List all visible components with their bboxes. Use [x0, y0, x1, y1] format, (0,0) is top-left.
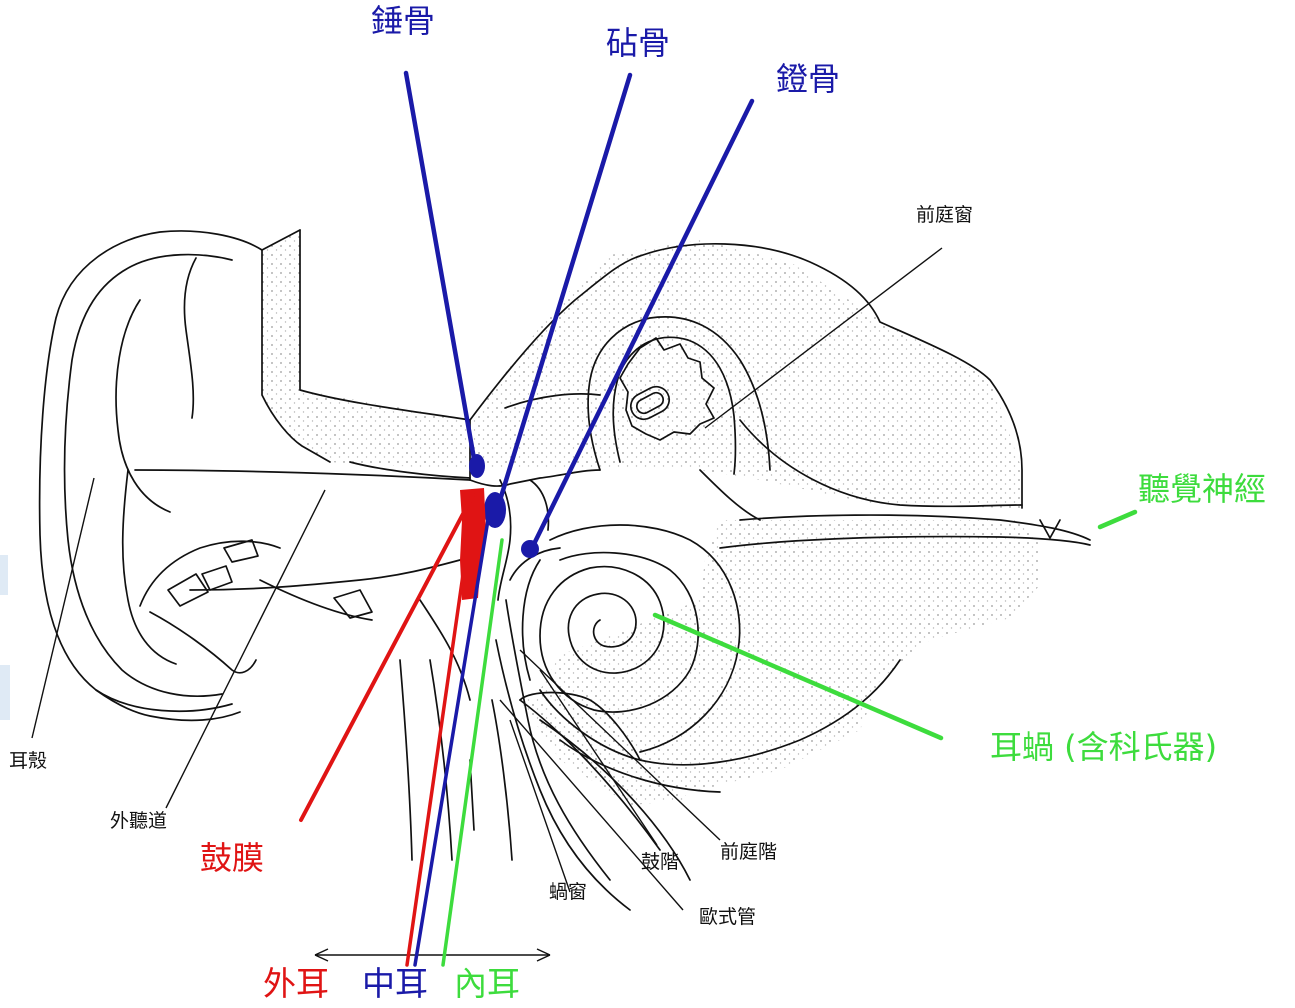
- inner-ear-label: 內耳: [454, 967, 520, 1000]
- oval-window-label: 前庭窗: [916, 206, 973, 225]
- eardrum-marker: [301, 488, 486, 820]
- middle-ear-label: 中耳: [362, 967, 428, 1000]
- pinna-label: 耳殼: [9, 752, 47, 771]
- nerve-pointer: [1100, 512, 1135, 527]
- edge-marks: [0, 555, 10, 720]
- eardrum-label: 鼓膜: [200, 842, 264, 874]
- eustachian-tube-label: 歐式管: [699, 908, 756, 927]
- cochlea-label: 耳蝸 (含科氏器): [990, 731, 1217, 763]
- scala-tympani-label: 鼓階: [641, 853, 679, 872]
- stapes-marker: [521, 540, 539, 558]
- auditory-nerve-label: 聽覺神經: [1138, 473, 1266, 505]
- outer-ear-pointer: [407, 498, 474, 965]
- malleus-label: 錘骨: [371, 5, 435, 37]
- malleus-marker: [469, 454, 485, 478]
- round-window-label: 蝸窗: [549, 883, 587, 902]
- malleus-pointer: [406, 73, 476, 470]
- stapes-label: 鐙骨: [776, 63, 840, 95]
- outer-ear-label: 外耳: [263, 967, 329, 1000]
- incus-label: 砧骨: [606, 27, 670, 59]
- zone-pointers: [407, 498, 502, 965]
- ear-canal-label: 外聽道: [110, 812, 167, 831]
- scala-vestibuli-label: 前庭階: [720, 843, 777, 862]
- temporal-bone-shading: [262, 230, 1040, 805]
